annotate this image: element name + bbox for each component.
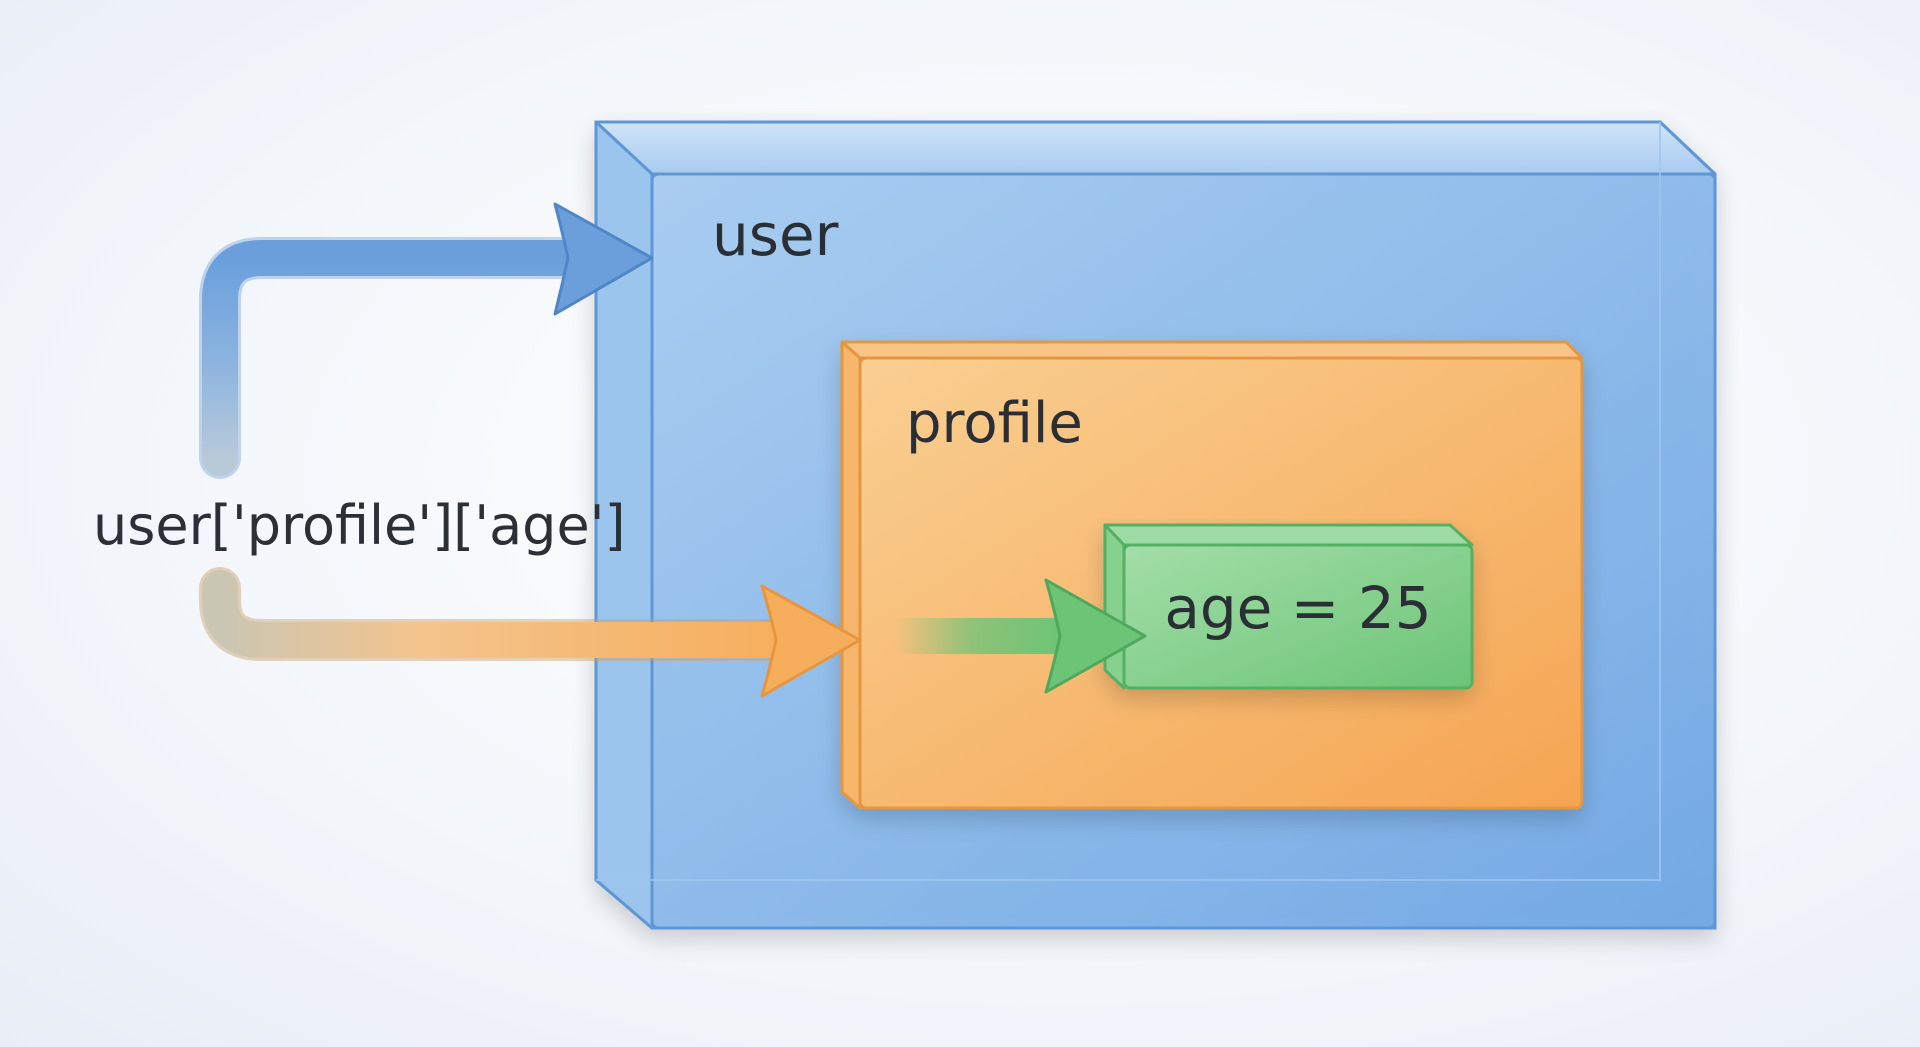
- age-box-top: [1103, 523, 1474, 547]
- user-box-label: user: [712, 201, 839, 269]
- age-box-face: [1122, 543, 1474, 690]
- profile-box-label: profile: [906, 391, 1083, 456]
- arrow-to-user-shaft: [199, 237, 611, 479]
- arrow-to-user: [199, 202, 654, 479]
- arrow-to-user-head: [553, 202, 654, 316]
- access-expression: user['profile']['age']: [93, 494, 626, 557]
- profile-box-top: [840, 340, 1584, 360]
- age-box-side: [1103, 523, 1126, 690]
- arrow-to-age: [895, 578, 1147, 694]
- arrow-to-profile-shaft: [202, 570, 808, 658]
- arrow-to-age-shaft: [895, 618, 1065, 654]
- user-box-top: [594, 120, 1717, 176]
- age-box: age = 25: [1103, 523, 1474, 690]
- user-box-inner-edge: [596, 122, 1661, 881]
- arrow-to-profile-head: [760, 584, 862, 698]
- arrow-to-user-shaft-fill: [202, 240, 608, 476]
- age-box-label: age = 25: [1164, 574, 1431, 642]
- arrow-to-age-head: [1044, 578, 1147, 694]
- arrow-to-profile: [199, 567, 862, 698]
- profile-box-side: [840, 340, 862, 810]
